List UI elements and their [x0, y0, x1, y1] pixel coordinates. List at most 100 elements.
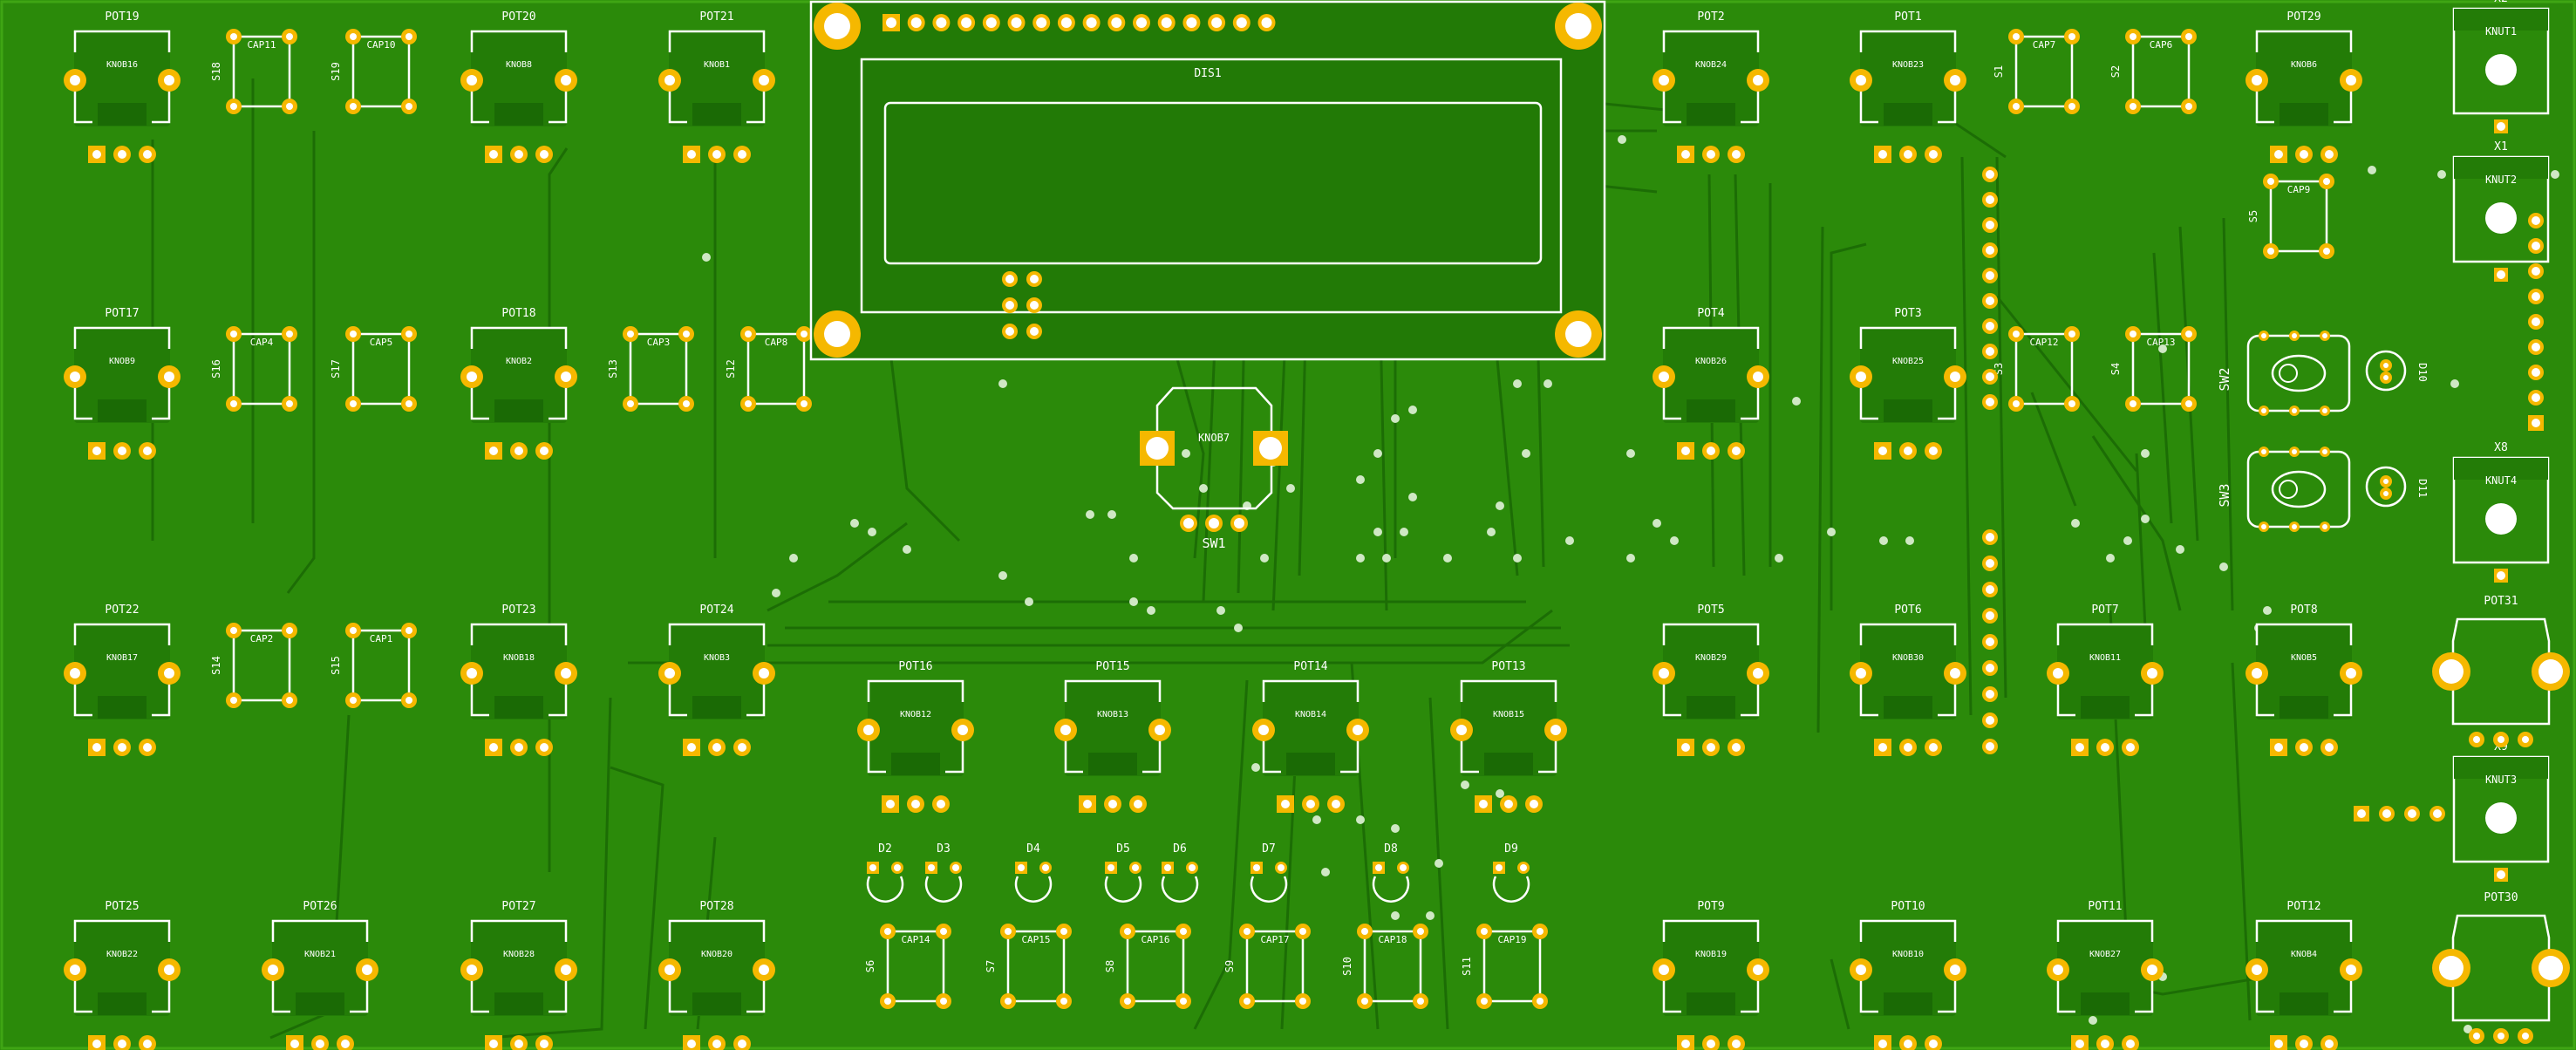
pot-ref-label: POT1 [1894, 10, 1921, 24]
pot-copper [74, 31, 170, 126]
pot-copper [2256, 624, 2352, 719]
via [1435, 859, 1443, 868]
trace [2231, 662, 2252, 1021]
pad-hole [1108, 800, 1117, 808]
pad-hole [1042, 864, 1049, 871]
pot-silkscreen [73, 30, 171, 124]
pad-hole [405, 331, 412, 338]
pot-tab [1884, 399, 1932, 422]
pot-tab [494, 103, 543, 126]
pad-hole [2185, 331, 2192, 338]
trace [2030, 392, 2077, 507]
pot-ref-label: POT23 [501, 603, 535, 617]
pot-ref-label: POT3 [1894, 307, 1921, 320]
pad-hole [1281, 800, 1290, 808]
pot-value-label: KNOB11 [2089, 653, 2121, 663]
pad-hole [2532, 393, 2540, 402]
pad-hole [515, 1040, 523, 1048]
pad-hole [405, 103, 412, 110]
trace [1830, 958, 1850, 1030]
pad-hole [712, 743, 721, 752]
pot-silkscreen [1064, 679, 1162, 774]
pad-hole [2322, 408, 2327, 413]
trace [1816, 226, 1824, 733]
cap-outline [746, 332, 806, 406]
pot-tab [2081, 992, 2130, 1015]
pad-hole [230, 627, 237, 634]
pad-hole [2498, 1033, 2504, 1040]
via [1775, 554, 1783, 562]
pad-hole [1856, 75, 1866, 85]
pad-hole [2267, 248, 2274, 255]
pot-silkscreen [73, 623, 171, 717]
pot-value-label: KNOB19 [1695, 950, 1727, 959]
pot-ref-label: POT7 [2091, 603, 2118, 617]
pad-hole [230, 103, 237, 110]
pad-hole [2497, 571, 2505, 580]
pad-hole [1904, 743, 1912, 752]
pot-copper [669, 31, 765, 126]
pad-hole [1299, 928, 1306, 935]
pad-hole [2532, 267, 2540, 276]
pad-hole [2532, 216, 2540, 225]
pot-ref-label: POT24 [699, 603, 733, 617]
cap-ref-label: CAP10 [366, 39, 395, 51]
pad-hole [1929, 1040, 1938, 1048]
pin-header [2354, 806, 2445, 822]
cap-outline [1482, 930, 1542, 1003]
pad-hole [683, 331, 690, 338]
pad-hole [286, 400, 293, 407]
via [1670, 536, 1679, 545]
pad-hole [824, 13, 850, 39]
cap-outline [351, 35, 411, 108]
pad-hole [1164, 864, 1171, 871]
pad-hole [1986, 398, 1994, 406]
pad-hole [1565, 13, 1591, 39]
via [1426, 911, 1435, 920]
toggle-led-label: D10 [2416, 363, 2429, 382]
pad-hole [1036, 17, 1047, 28]
pad-hole [1986, 195, 1994, 204]
pot-silkscreen [73, 326, 171, 420]
via [1356, 554, 1365, 562]
pad-hole [1681, 447, 1690, 455]
via [1618, 135, 1626, 144]
pot-copper [1663, 920, 1759, 1016]
pot-ref-label: POT22 [105, 603, 139, 617]
jack-ref-label: X1 [2494, 140, 2508, 153]
pot-tab [692, 696, 741, 719]
pad-hole [286, 627, 293, 634]
pad-hole [1236, 17, 1247, 28]
pad-hole [2261, 408, 2266, 413]
jack-value-label: KNUT2 [2485, 174, 2517, 186]
pot-copper [1860, 327, 1956, 423]
via [1513, 379, 1522, 388]
cap-outline [1006, 930, 1066, 1003]
pad-hole [957, 725, 968, 735]
pot-ref-label: POT5 [1697, 603, 1724, 617]
pot-tab [98, 399, 147, 422]
pot-ref-label: POT4 [1697, 307, 1724, 320]
pad-hole [540, 1040, 549, 1048]
pad-hole [1929, 743, 1938, 752]
pad-hole [2126, 1040, 2135, 1048]
pad-hole [540, 150, 549, 159]
pad-hole [1950, 668, 1960, 678]
via [850, 519, 859, 528]
pad-hole [1005, 301, 1014, 310]
pot-value-label: KNOB8 [506, 60, 532, 70]
pad-hole [1986, 742, 1994, 751]
pad-hole [467, 965, 477, 975]
pad-hole [2267, 178, 2274, 185]
led-ref-label: D9 [1504, 842, 1518, 856]
pad-hole [1180, 998, 1187, 1005]
pot-tab [891, 753, 940, 775]
pot-value-label: KNOB30 [1892, 653, 1924, 663]
